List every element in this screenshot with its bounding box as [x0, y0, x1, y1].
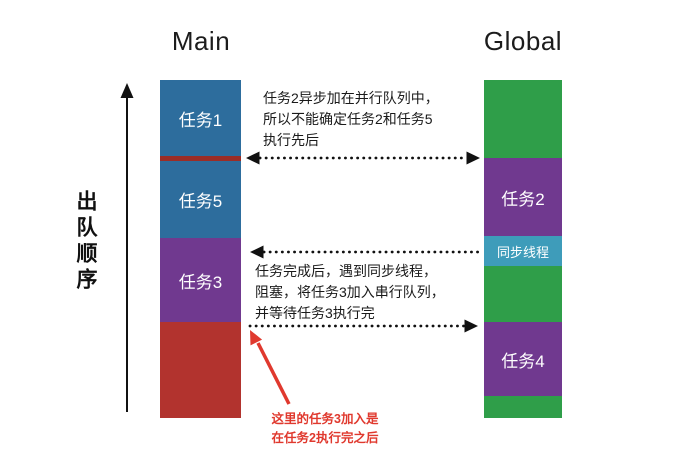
task-label: 任务3 — [178, 272, 223, 292]
task-label: 任务1 — [178, 110, 223, 130]
queue-block-task1: 任务1 — [160, 80, 241, 156]
red-annotation-arrow — [250, 330, 291, 405]
main-queue-column: 任务1 任务5 任务3 — [160, 80, 241, 418]
queue-block-unlabeled-red — [160, 322, 241, 418]
queue-block-task2: 任务2 — [484, 158, 562, 236]
dequeue-order-label: 出队顺序 — [74, 190, 97, 294]
task-label: 同步线程 — [496, 244, 549, 260]
task-label: 任务4 — [501, 351, 545, 371]
queue-block-unlabeled-green — [484, 266, 562, 322]
queue-divider — [160, 156, 241, 161]
queue-block-unlabeled-green — [484, 396, 562, 418]
queue-block-task4: 任务4 — [484, 322, 562, 396]
task-label: 任务5 — [178, 192, 223, 211]
annotation-task2-async: 任务2异步加在并行队列中， 所以不能确定任务2和任务5 执行先后 — [263, 90, 439, 148]
queue-block-task5: 任务5 — [160, 161, 241, 238]
main-queue-title: Main — [171, 26, 231, 56]
queue-block-unlabeled-green — [484, 80, 562, 158]
queue-block-task3: 任务3 — [160, 238, 241, 322]
top-dotted-arrow — [246, 151, 480, 165]
queue-block-sync-thread: 同步线程 — [484, 236, 562, 266]
global-queue-title: Global — [483, 26, 563, 56]
middle-dotted-arrow — [250, 245, 483, 259]
global-queue-column: 任务2 同步线程 任务4 — [484, 80, 562, 418]
annotation-sync-block: 任务完成后，遇到同步线程， 阻塞，将任务3加入串行队列， 并等待任务3执行完 — [255, 263, 445, 321]
task-label: 任务2 — [501, 189, 545, 209]
dequeue-order-axis-arrow — [120, 83, 134, 412]
annotation-task3-insert: 这里的任务3加入是 在任务2执行完之后 — [271, 412, 379, 446]
